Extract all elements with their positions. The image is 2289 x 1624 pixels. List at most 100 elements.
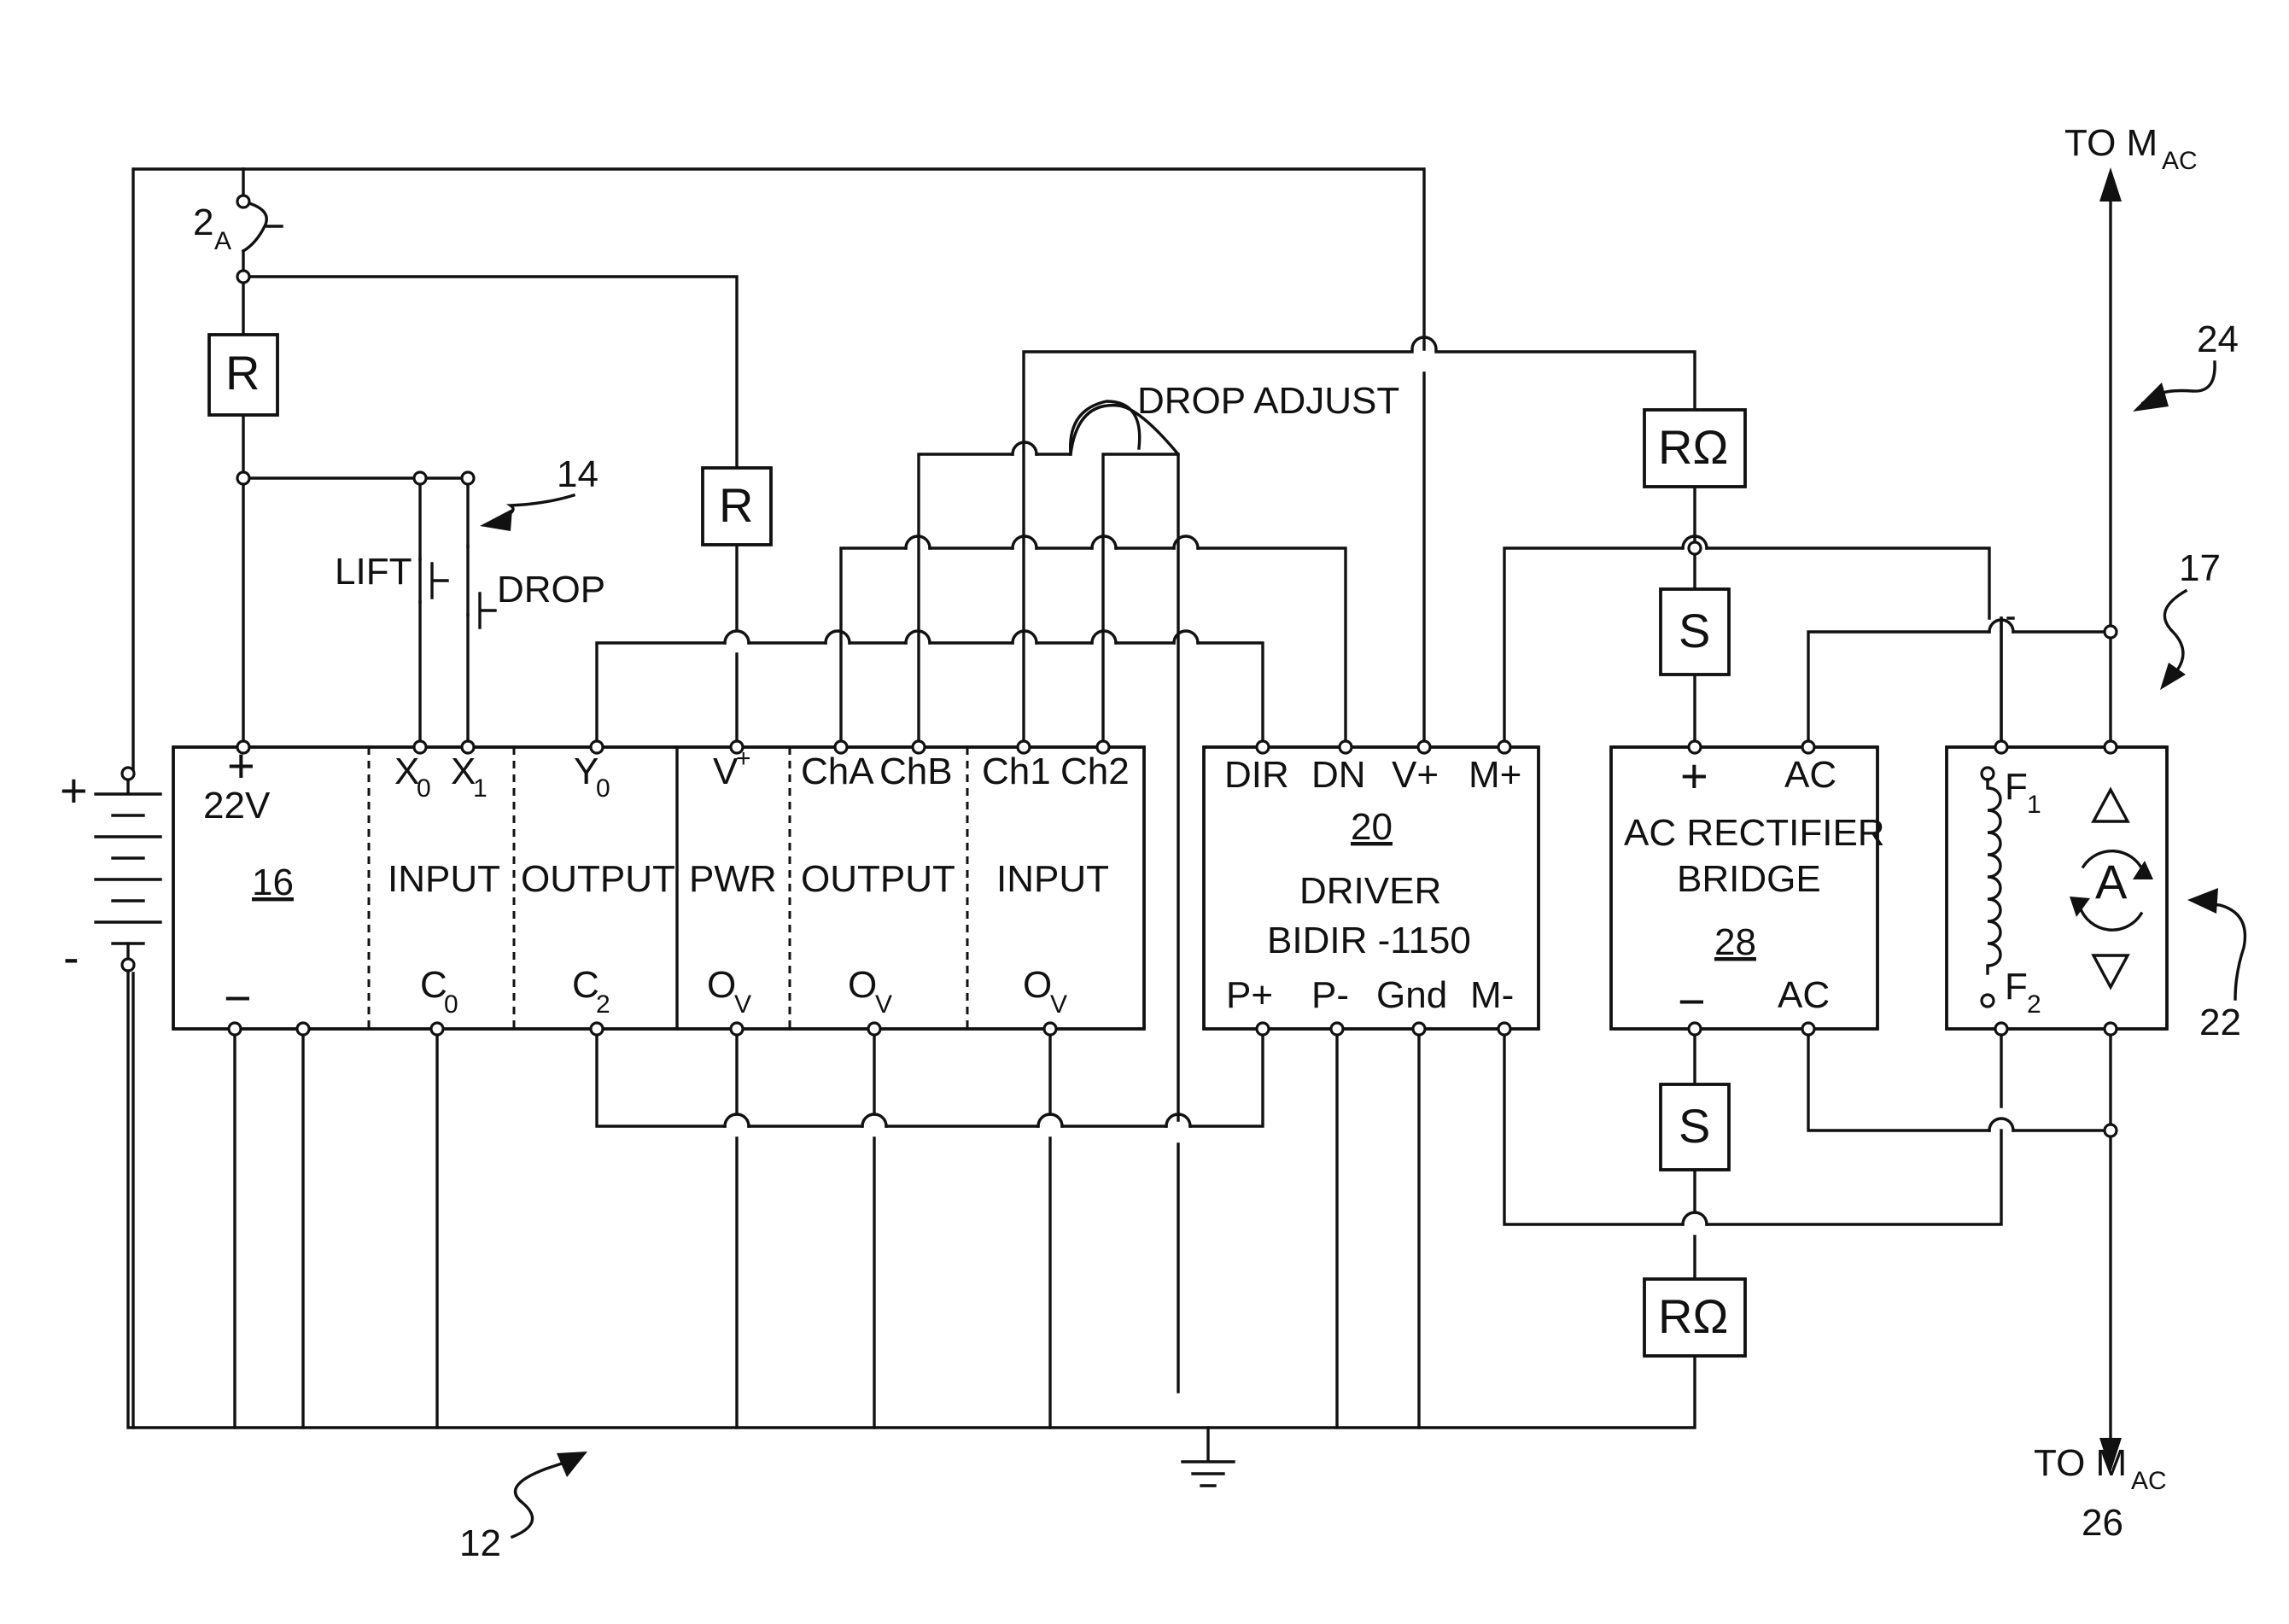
leader-14-arrowhead	[480, 509, 512, 531]
driver-title: DRIVER	[1299, 870, 1441, 912]
driver-mplus: M+	[1469, 754, 1521, 796]
driver-gnd: Gnd	[1376, 974, 1447, 1016]
fuse-label-sub: A	[214, 227, 231, 255]
plc-c0-sub: 0	[444, 990, 458, 1019]
wire-battery-plus-top	[133, 169, 1424, 774]
to-mac-bottom: TO M	[2034, 1442, 2127, 1484]
to-mac-top-sub: AC	[2162, 147, 2198, 175]
motor-f2: F	[2005, 966, 2028, 1008]
ref-16: 16	[252, 862, 294, 903]
plc-ov-2-sub: V	[875, 990, 892, 1019]
wire-hop-mminus	[1683, 1212, 1707, 1224]
plc-vplus: V	[713, 751, 739, 792]
plc-ov-3: O	[1023, 964, 1052, 1006]
resistor-rohm-top-label: RΩ	[1658, 420, 1728, 474]
wire-driver-ground	[1337, 1029, 1419, 1428]
plc-x0: X	[394, 751, 419, 792]
plc-vplus-sup: +	[736, 745, 751, 773]
wire-c2-pplus	[597, 1029, 1263, 1126]
plc-pwr: PWR	[689, 858, 777, 900]
driver-dn: DN	[1311, 754, 1366, 796]
wire-ov-ground	[737, 1029, 1050, 1428]
ref-22: 22	[2199, 1002, 2241, 1043]
motor-f2-sub: 2	[2027, 990, 2041, 1019]
wire-mplus	[1504, 548, 2013, 747]
wire-hops-y0	[725, 631, 1198, 643]
plc-ch1: Ch1	[982, 751, 1051, 792]
plc-input-2: INPUT	[996, 858, 1109, 900]
leader-12	[512, 1462, 567, 1537]
plc-chb: ChB	[879, 751, 953, 792]
leader-22-arrowhead	[2187, 888, 2218, 914]
leader-17-arrowhead	[2160, 663, 2186, 690]
field-terminal-f2	[1982, 995, 1994, 1007]
plc-ov-3-sub: V	[1050, 990, 1067, 1019]
driver-pplus: P+	[1226, 974, 1273, 1016]
ref-24: 24	[2197, 318, 2239, 360]
s-block-bottom-label: S	[1679, 1099, 1710, 1153]
plc-minus: −	[224, 971, 252, 1025]
rectifier-plus: +	[1680, 749, 1708, 803]
driver-vplus: V+	[1392, 754, 1439, 796]
leader-22	[2203, 903, 2245, 999]
rectifier-title-2: BRIDGE	[1677, 858, 1821, 900]
plc-x1: X	[451, 751, 476, 792]
plc-c0: C	[420, 964, 447, 1006]
motor-f1: F	[2005, 766, 2028, 808]
plc-c2: C	[572, 964, 599, 1006]
plc-x0-sub: 0	[417, 774, 431, 803]
wire-hop-acb	[1989, 1119, 2013, 1130]
wire-mminus	[1504, 1029, 2001, 1224]
to-mac-bottom-sub: AC	[2131, 1467, 2167, 1495]
plc-ov-1-sub: V	[734, 990, 751, 1019]
battery-minus: -	[63, 930, 79, 984]
wire-ground-bus	[133, 973, 1695, 1428]
arrow-up-icon	[2099, 167, 2122, 202]
wire-plc-ground	[235, 1029, 437, 1428]
ref-17: 17	[2179, 547, 2221, 589]
ref-12: 12	[459, 1522, 501, 1564]
rectifier-minus: −	[1678, 974, 1706, 1028]
plc-output-1: OUTPUT	[521, 858, 675, 900]
wire-ac-top	[1808, 632, 2111, 747]
switch-lift-label: LIFT	[335, 551, 412, 593]
battery-plus: +	[60, 763, 88, 817]
field-terminal-f1	[1982, 768, 1994, 780]
plc-ov-2: O	[848, 964, 877, 1006]
plc-y0-sub: 0	[596, 774, 610, 803]
plc-output-2: OUTPUT	[801, 858, 955, 900]
motor-box	[1947, 747, 2167, 1029]
plc-x1-sub: 1	[473, 774, 488, 803]
s-block-top-label: S	[1679, 604, 1710, 657]
driver-module: DIR DN V+ M+ 20 DRIVER BIDIR -1150 P+ P-…	[1204, 741, 1539, 1035]
resistor-r2-label: R	[719, 478, 753, 532]
drop-adjust-label: DROP ADJUST	[1137, 380, 1399, 422]
ref-20: 20	[1351, 806, 1393, 848]
driver-dir: DIR	[1224, 754, 1289, 796]
motor-f1-sub: 1	[2027, 791, 2041, 819]
switches: LIFT DROP	[335, 472, 605, 628]
motor-armature: A	[2095, 855, 2128, 908]
plc-22v: 22V	[203, 785, 271, 827]
ref-28: 28	[1714, 921, 1756, 963]
wire-switches	[243, 478, 468, 747]
motor-module: F 1 F 2 A	[1947, 626, 2167, 1136]
ref-26: 26	[2082, 1502, 2123, 1544]
wire-hops-cha	[906, 536, 1198, 548]
plc-ch2: Ch2	[1060, 751, 1130, 792]
pot-wiper	[1071, 401, 1140, 454]
rectifier-title-1: AC RECTIFIER	[1624, 812, 1885, 854]
wire-to-r2	[243, 277, 737, 468]
ref-14: 14	[557, 453, 599, 495]
driver-mminus: M-	[1470, 974, 1514, 1016]
battery: + -	[60, 763, 161, 1428]
switch-drop-label: DROP	[497, 569, 605, 610]
driver-model: BIDIR -1150	[1267, 920, 1471, 961]
plc-input-1: INPUT	[388, 858, 500, 900]
fuse-label: 2	[193, 202, 213, 243]
ground-symbol	[1182, 1428, 1234, 1486]
plc-cha: ChA	[801, 751, 874, 792]
fuse: 2 A	[193, 196, 282, 283]
plc-ov-1: O	[707, 964, 736, 1006]
